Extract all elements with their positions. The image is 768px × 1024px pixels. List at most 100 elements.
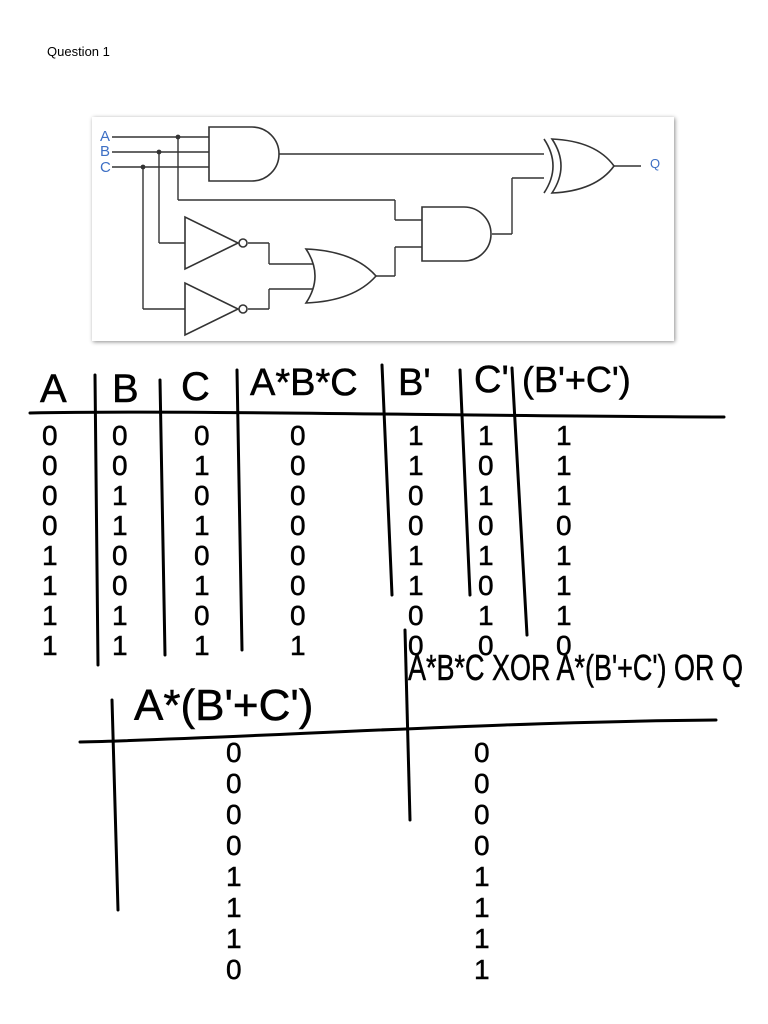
col-xor-or-q-cell: 0 (474, 830, 490, 861)
col-c-not-cell: 0 (478, 630, 494, 661)
col-abc-cell: 0 (290, 450, 306, 481)
header-a-and-b-or-c: A*(B'+C') (134, 681, 313, 730)
col-a-and-b-or-c-cell: 0 (226, 830, 242, 861)
and-gate-2 (421, 206, 492, 262)
col-abc-cell: 0 (290, 510, 306, 541)
col-c-not-cell: 0 (478, 570, 494, 601)
col-a-cell: 0 (42, 420, 58, 451)
col-b-cell: 1 (112, 480, 128, 511)
col-a-cell: 0 (42, 480, 58, 511)
col-b-cell: 1 (112, 510, 128, 541)
col-b-cell: 0 (112, 570, 128, 601)
col-a-cell: 1 (42, 570, 58, 601)
col-b-or-c-cell: 0 (556, 630, 572, 661)
table2-headers: A*(B'+C') A*B*C XOR A*(B'+C') OR Q (134, 647, 744, 731)
input-labels: A B C Q (100, 128, 660, 176)
header-xor-or-q: A*B*C XOR A*(B'+C') OR Q (408, 647, 743, 688)
col-abc-cell: 0 (290, 600, 306, 631)
junction-dots (140, 134, 181, 170)
col-b-not-cell: 1 (408, 570, 424, 601)
output-label-q: Q (650, 156, 660, 171)
col-a-and-b-or-c-cell: 1 (226, 892, 242, 923)
col-c-not-cell: 1 (478, 540, 494, 571)
logic-circuit-diagram: A B C Q (92, 117, 674, 341)
wires (112, 136, 641, 310)
col-a-and-b-or-c-cell: 0 (226, 737, 242, 768)
col-a-and-b-or-c-cell: 1 (226, 923, 242, 954)
col-abc-cell: 0 (290, 570, 306, 601)
header-c-not: C' (474, 359, 509, 401)
col-c-not-cell: 1 (478, 420, 494, 451)
col-c-not-cell: 1 (478, 600, 494, 631)
col-b-not-cell: 1 (408, 420, 424, 451)
col-c-cell: 1 (194, 570, 210, 601)
col-b-or-c-cell: 1 (556, 540, 572, 571)
or-gate (304, 248, 378, 304)
col-a-cell: 1 (42, 540, 58, 571)
col-xor-or-q-cell: 1 (474, 861, 490, 892)
not-gate-c (184, 281, 248, 337)
header-abc: A*B*C (250, 362, 358, 404)
col-b-cell: 1 (112, 630, 128, 661)
col-c-cell: 0 (194, 600, 210, 631)
col-a-and-b-or-c-cell: 0 (226, 954, 242, 985)
col-xor-or-q-cell: 1 (474, 892, 490, 923)
header-b-or-c: (B'+C') (522, 359, 631, 400)
col-a-cell: 1 (42, 600, 58, 631)
col-c-cell: 1 (194, 630, 210, 661)
col-b-or-c-cell: 1 (556, 570, 572, 601)
col-b-not-cell: 0 (408, 480, 424, 511)
header-c: C (181, 365, 210, 409)
col-b-or-c-cell: 1 (556, 420, 572, 451)
col-a-and-b-or-c-cell: 0 (226, 768, 242, 799)
col-c-cell: 0 (194, 480, 210, 511)
col-b-or-c-cell: 1 (556, 600, 572, 631)
input-label-c: C (100, 159, 111, 176)
col-c-cell: 1 (194, 510, 210, 541)
not-gate-b (184, 215, 248, 271)
col-c-cell: 0 (194, 420, 210, 451)
col-b-not-cell: 0 (408, 600, 424, 631)
col-c-not-cell: 1 (478, 480, 494, 511)
col-a-cell: 0 (42, 510, 58, 541)
col-b-not-cell: 0 (408, 510, 424, 541)
col-b-cell: 0 (112, 420, 128, 451)
col-c-cell: 1 (194, 450, 210, 481)
col-a-cell: 0 (42, 450, 58, 481)
col-b-cell: 0 (112, 450, 128, 481)
col-b-or-c-cell: 1 (556, 450, 572, 481)
col-b-not-cell: 1 (408, 540, 424, 571)
header-a: A (40, 367, 67, 411)
table1-rules (28, 363, 726, 667)
col-xor-or-q-cell: 0 (474, 799, 490, 830)
col-a-and-b-or-c-cell: 0 (226, 799, 242, 830)
col-a-cell: 1 (42, 630, 58, 661)
table1-headers: A B C A*B*C B' C' (B'+C') (40, 359, 631, 412)
col-b-cell: 0 (112, 540, 128, 571)
col-b-not-cell: 1 (408, 450, 424, 481)
col-abc-cell: 0 (290, 480, 306, 511)
table2-rules (78, 628, 718, 912)
col-xor-or-q-cell: 1 (474, 954, 490, 985)
col-c-not-cell: 0 (478, 510, 494, 541)
col-a-and-b-or-c-cell: 1 (226, 861, 242, 892)
input-label-a: A (100, 128, 110, 145)
col-xor-or-q-cell: 0 (474, 768, 490, 799)
header-b: B (112, 367, 139, 411)
col-b-not-cell: 0 (408, 630, 424, 661)
col-abc-cell: 1 (290, 630, 306, 661)
header-b-not: B' (398, 362, 431, 404)
and-gate-1 (208, 126, 280, 182)
input-label-b: B (100, 143, 110, 160)
col-xor-or-q-cell: 0 (474, 737, 490, 768)
col-b-cell: 1 (112, 600, 128, 631)
col-b-or-c-cell: 1 (556, 480, 572, 511)
col-abc-cell: 0 (290, 540, 306, 571)
xor-gate (543, 138, 615, 194)
col-abc-cell: 0 (290, 420, 306, 451)
col-c-cell: 0 (194, 540, 210, 571)
question-title: Question 1 (47, 44, 110, 59)
col-xor-or-q-cell: 1 (474, 923, 490, 954)
col-b-or-c-cell: 0 (556, 510, 572, 541)
